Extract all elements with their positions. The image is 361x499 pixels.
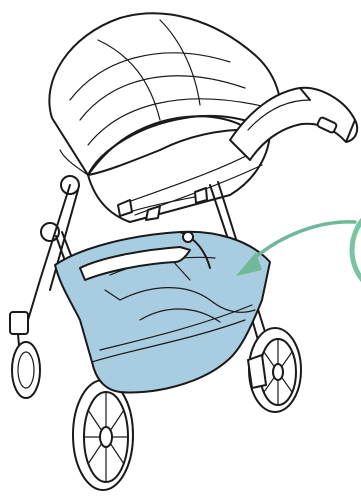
- front-wheel: [10, 312, 40, 398]
- callout-circle: [352, 202, 361, 298]
- rear-wheel-left: [73, 380, 133, 490]
- underseat-basket: [55, 232, 270, 393]
- rear-wheel-right: [248, 328, 301, 412]
